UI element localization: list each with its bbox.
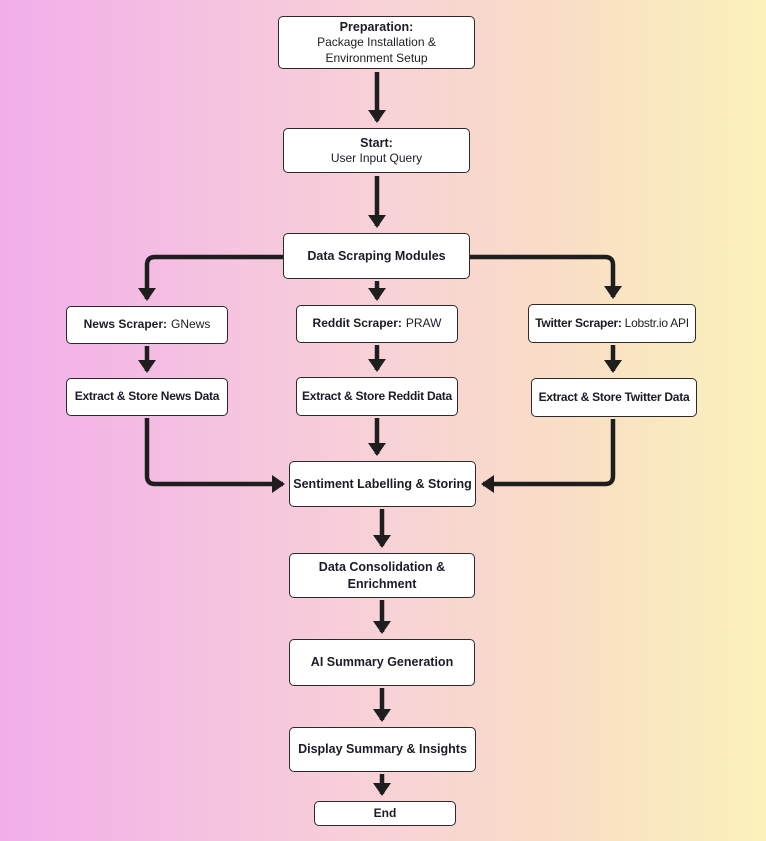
node-extract-reddit: Extract & Store Reddit Data — [296, 377, 458, 416]
node-preparation-title: Preparation: — [339, 19, 414, 34]
node-sentiment-labelling: Sentiment Labelling & Storing — [289, 461, 476, 507]
node-twitter-scraper: Twitter Scraper: Lobstr.io API — [528, 304, 696, 343]
connector-extracttwitter-sentiment — [481, 419, 616, 493]
connector-scraping-twitter — [470, 254, 622, 299]
node-extract-twitter: Extract & Store Twitter Data — [531, 378, 697, 417]
node-sentiment-labelling-title: Sentiment Labelling & Storing — [293, 476, 472, 491]
node-news-scraper: News Scraper: GNews — [66, 306, 228, 344]
node-start-title: Start: — [360, 135, 393, 150]
node-ai-summary: AI Summary Generation — [289, 639, 475, 686]
node-extract-news: Extract & Store News Data — [66, 378, 228, 416]
node-display-summary-title: Display Summary & Insights — [298, 742, 467, 757]
node-data-scraping-modules-title: Data Scraping Modules — [307, 248, 446, 263]
node-start: Start: User Input Query — [283, 128, 470, 173]
node-extract-reddit-title: Extract & Store Reddit Data — [302, 388, 452, 403]
node-data-scraping-modules: Data Scraping Modules — [283, 233, 470, 279]
node-reddit-scraper-title: Reddit Scraper: — [312, 316, 402, 331]
node-ai-summary-title: AI Summary Generation — [310, 655, 454, 670]
node-twitter-scraper-title: Twitter Scraper: — [535, 315, 622, 330]
node-preparation-detail: Package Installation & Environment Setup — [317, 35, 436, 65]
node-twitter-scraper-detail: Lobstr.io API — [624, 315, 689, 330]
node-news-scraper-detail: GNews — [171, 317, 211, 332]
node-reddit-scraper-detail: PRAW — [405, 316, 442, 331]
node-extract-twitter-title: Extract & Store Twitter Data — [538, 389, 690, 404]
node-reddit-scraper: Reddit Scraper: PRAW — [296, 305, 458, 343]
node-display-summary: Display Summary & Insights — [289, 727, 476, 772]
connector-scraping-news — [138, 254, 283, 301]
node-data-consolidation-title: Data Consolidation & Enrichment — [318, 560, 446, 591]
connector-extractnews-sentiment — [144, 418, 285, 493]
node-start-detail: User Input Query — [330, 150, 423, 165]
node-end-title: End — [373, 805, 397, 820]
node-end: End — [314, 801, 456, 826]
node-extract-news-title: Extract & Store News Data — [74, 389, 220, 404]
node-data-consolidation: Data Consolidation & Enrichment — [289, 553, 475, 598]
node-news-scraper-title: News Scraper: — [83, 317, 168, 332]
node-preparation: Preparation: Package Installation & Envi… — [278, 16, 475, 69]
